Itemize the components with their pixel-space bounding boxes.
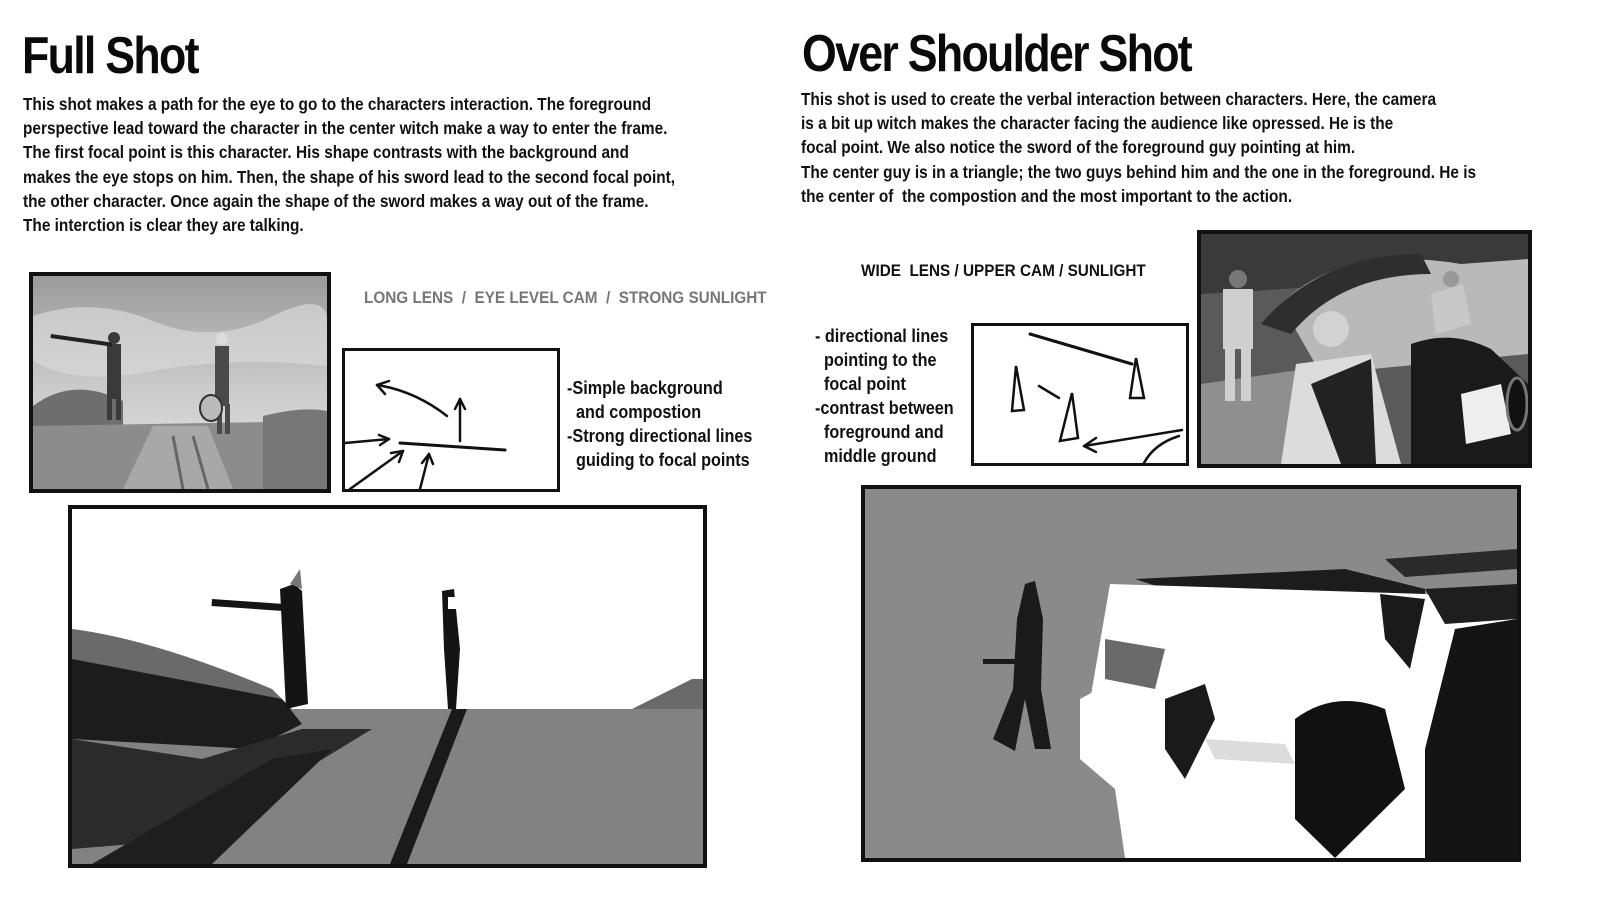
- over-shoulder-line-sketch: [971, 323, 1189, 466]
- full-shot-value-painting: [68, 505, 707, 868]
- over-shoulder-notes: - directional lines pointing to the foca…: [815, 326, 954, 466]
- over-shoulder-shot-description: This shot is used to create the verbal i…: [801, 89, 1477, 206]
- over-shoulder-film-still: [1197, 230, 1532, 468]
- over-shoulder-shot-title: Over Shoulder Shot: [802, 25, 1193, 83]
- full-shot-notes: -Simple background and compostion -Stron…: [567, 378, 753, 470]
- full-shot-camera-tags: LONG LENS / EYE LEVEL CAM / STRONG SUNLI…: [364, 288, 767, 307]
- over-shoulder-value-painting: [861, 485, 1521, 862]
- full-shot-description: This shot makes a path for the eye to go…: [23, 94, 676, 236]
- over-shoulder-camera-tags: WIDE LENS / UPPER CAM / SUNLIGHT: [861, 261, 1146, 280]
- full-shot-film-still: [29, 272, 331, 493]
- full-shot-line-sketch: [342, 348, 560, 492]
- full-shot-title: Full Shot: [22, 27, 200, 85]
